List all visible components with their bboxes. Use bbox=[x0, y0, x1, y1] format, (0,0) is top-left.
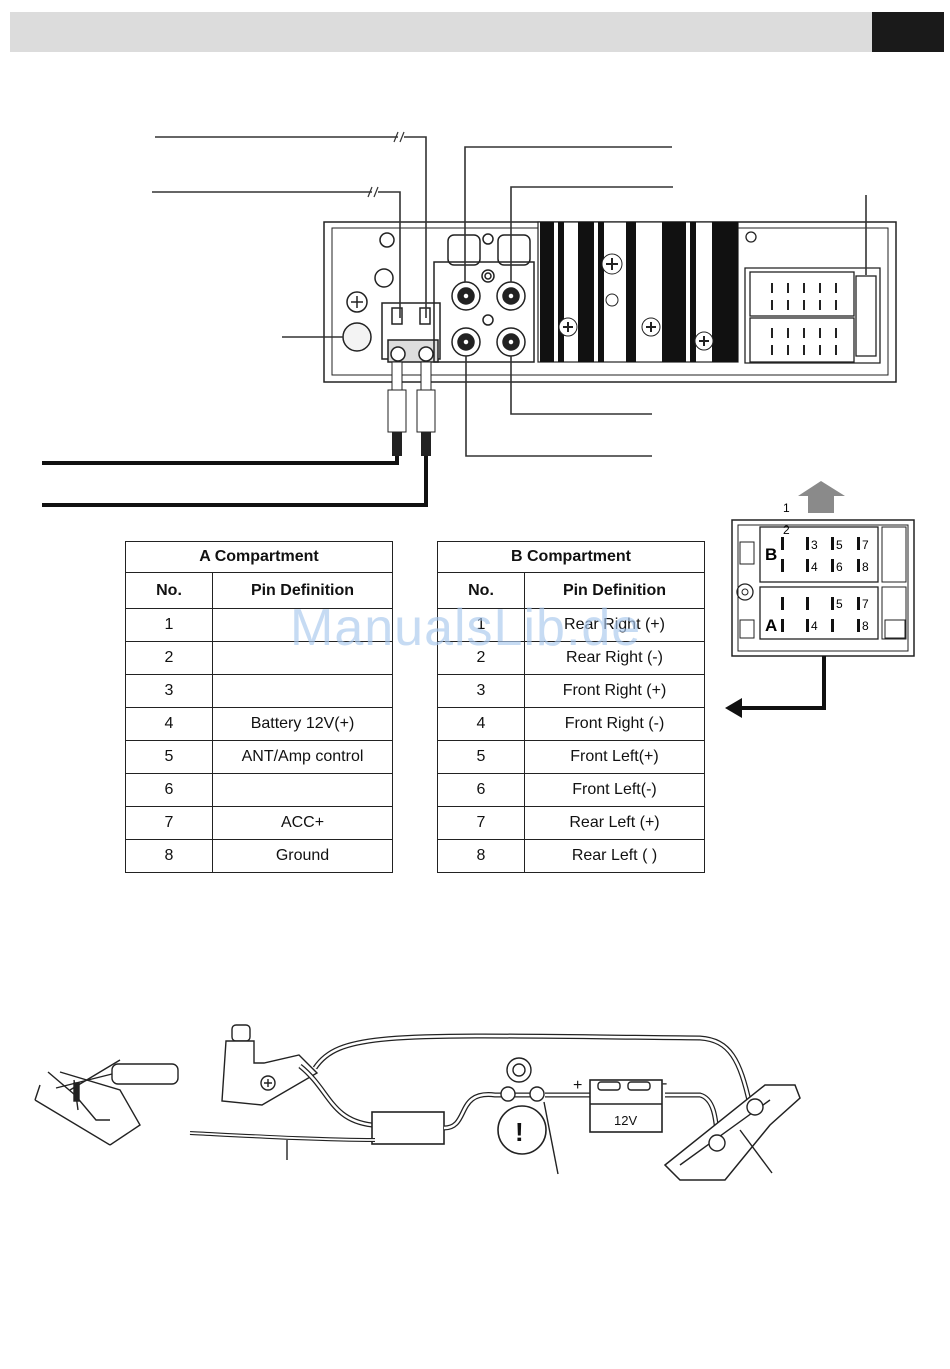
pin-no: 5 bbox=[125, 740, 213, 774]
pin-no: 4 bbox=[437, 707, 525, 741]
b-pin-6: 6 bbox=[836, 560, 843, 574]
battery-minus: - bbox=[662, 1075, 667, 1092]
a-pin-4: 4 bbox=[811, 619, 818, 633]
a-pin-7: 7 bbox=[862, 597, 869, 611]
pin-no: 7 bbox=[125, 806, 213, 840]
vehicle-wiring-illustration bbox=[34, 1024, 801, 1181]
plug-label-1: 1 bbox=[783, 501, 790, 515]
b-pin-3: 3 bbox=[811, 538, 818, 552]
b-pin-4: 4 bbox=[811, 560, 818, 574]
pin-no: 3 bbox=[125, 674, 213, 708]
table-a-compartment: A Compartment No. Pin Definition 1 2 3 4… bbox=[125, 541, 393, 873]
table-row: 6 bbox=[125, 773, 393, 807]
pin-def bbox=[212, 674, 393, 708]
table-row: 3 bbox=[125, 674, 393, 708]
pin-def: Front Left(-) bbox=[524, 773, 705, 807]
b-pin-8: 8 bbox=[862, 560, 869, 574]
battery-voltage: 12V bbox=[614, 1113, 637, 1128]
iso-socket bbox=[744, 231, 881, 364]
pin-no: 1 bbox=[125, 608, 213, 642]
pin-no: 4 bbox=[125, 707, 213, 741]
pin-def bbox=[212, 773, 393, 807]
pin-no: 3 bbox=[437, 674, 525, 708]
table-a-col-no: No. bbox=[125, 572, 213, 609]
arrow-up-icon bbox=[798, 481, 845, 513]
table-b-col-def: Pin Definition bbox=[524, 572, 705, 609]
table-a-title: A Compartment bbox=[125, 541, 393, 573]
head-unit-rear-panel bbox=[323, 221, 897, 383]
a-pin-8: 8 bbox=[862, 619, 869, 633]
connector-plug-detail: 1 2 B A 3 4 5 6 7 8 4 5 7 8 bbox=[725, 481, 915, 718]
pin-no: 7 bbox=[437, 806, 525, 840]
fuse-symbol: ! bbox=[515, 1117, 524, 1147]
pin-no: 2 bbox=[125, 641, 213, 675]
pin-no: 5 bbox=[437, 740, 525, 774]
pin-def: Rear Right (-) bbox=[524, 641, 705, 675]
antenna-cables bbox=[42, 361, 436, 507]
b-pin-5: 5 bbox=[836, 538, 843, 552]
pin-def: ACC+ bbox=[212, 806, 393, 840]
pin-def: Battery 12V(+) bbox=[212, 707, 393, 741]
pin-no: 8 bbox=[437, 839, 525, 873]
callout-lines bbox=[152, 131, 867, 457]
pin-no: 8 bbox=[125, 839, 213, 873]
arrow-left-icon bbox=[725, 698, 742, 718]
plug-label-a: A bbox=[765, 616, 777, 635]
pin-def: Rear Left ( ) bbox=[524, 839, 705, 873]
header-tab bbox=[872, 12, 944, 52]
pin-no: 6 bbox=[125, 773, 213, 807]
pin-def: Ground bbox=[212, 839, 393, 873]
header-bar bbox=[10, 12, 872, 52]
heatsink bbox=[537, 221, 739, 363]
plug-label-b: B bbox=[765, 545, 777, 564]
battery-plus: + bbox=[573, 1077, 582, 1094]
pin-def: Front Right (+) bbox=[524, 674, 705, 708]
table-b-title: B Compartment bbox=[437, 541, 705, 573]
b-pin-7: 7 bbox=[862, 538, 869, 552]
watermark: ManualsLib.de bbox=[290, 599, 642, 657]
pin-def: ANT/Amp control bbox=[212, 740, 393, 774]
pin-def: Front Left(+) bbox=[524, 740, 705, 774]
a-pin-5: 5 bbox=[836, 597, 843, 611]
pin-def: Front Right (-) bbox=[524, 707, 705, 741]
pin-def: Rear Right (+) bbox=[524, 608, 705, 642]
plug-label-2: 2 bbox=[783, 523, 790, 537]
pin-def: Rear Left (+) bbox=[524, 806, 705, 840]
pin-no: 6 bbox=[437, 773, 525, 807]
